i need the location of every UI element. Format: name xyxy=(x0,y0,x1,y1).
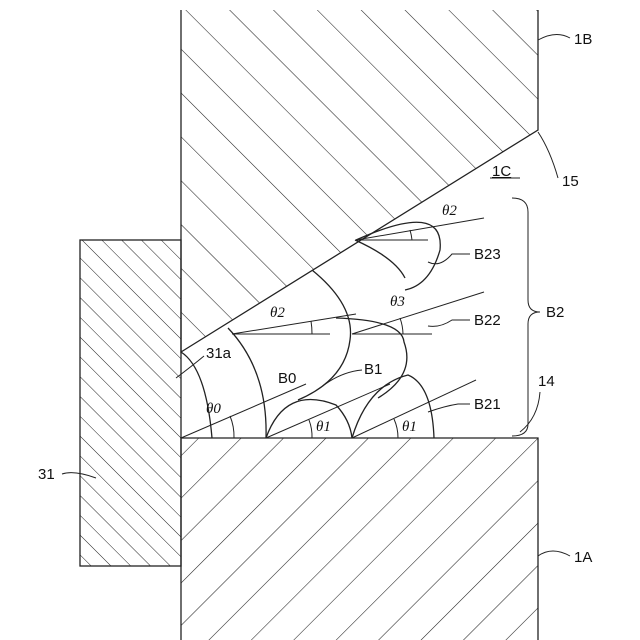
angle-theta0: θ0 xyxy=(206,401,221,417)
label-B2: B2 xyxy=(546,304,564,321)
arc-B0 xyxy=(228,328,266,438)
angle-theta2-top: θ2 xyxy=(442,203,457,219)
angle-theta2-mid: θ2 xyxy=(270,305,285,321)
label-31a: 31a xyxy=(206,345,232,362)
arc-B22 xyxy=(336,318,407,398)
bracket-B2 xyxy=(512,198,540,436)
label-1C: 1C xyxy=(492,163,511,180)
label-14: 14 xyxy=(538,373,555,390)
label-B1: B1 xyxy=(364,361,382,378)
arc-B21 xyxy=(352,375,434,438)
angle-theta1-b: θ1 xyxy=(402,419,417,435)
arc-B23-top xyxy=(355,240,405,278)
label-1A: 1A xyxy=(574,549,592,566)
label-B22: B22 xyxy=(474,312,501,329)
angle-theta3: θ3 xyxy=(390,294,405,310)
label-15: 15 xyxy=(562,173,579,190)
label-B21: B21 xyxy=(474,396,501,413)
label-B23: B23 xyxy=(474,246,501,263)
label-31: 31 xyxy=(38,466,55,483)
label-1B: 1B xyxy=(574,31,592,48)
label-B0: B0 xyxy=(278,370,296,387)
arc-mid-left xyxy=(298,270,351,400)
angle-theta1-a: θ1 xyxy=(316,419,331,435)
arc-31a xyxy=(181,352,212,438)
